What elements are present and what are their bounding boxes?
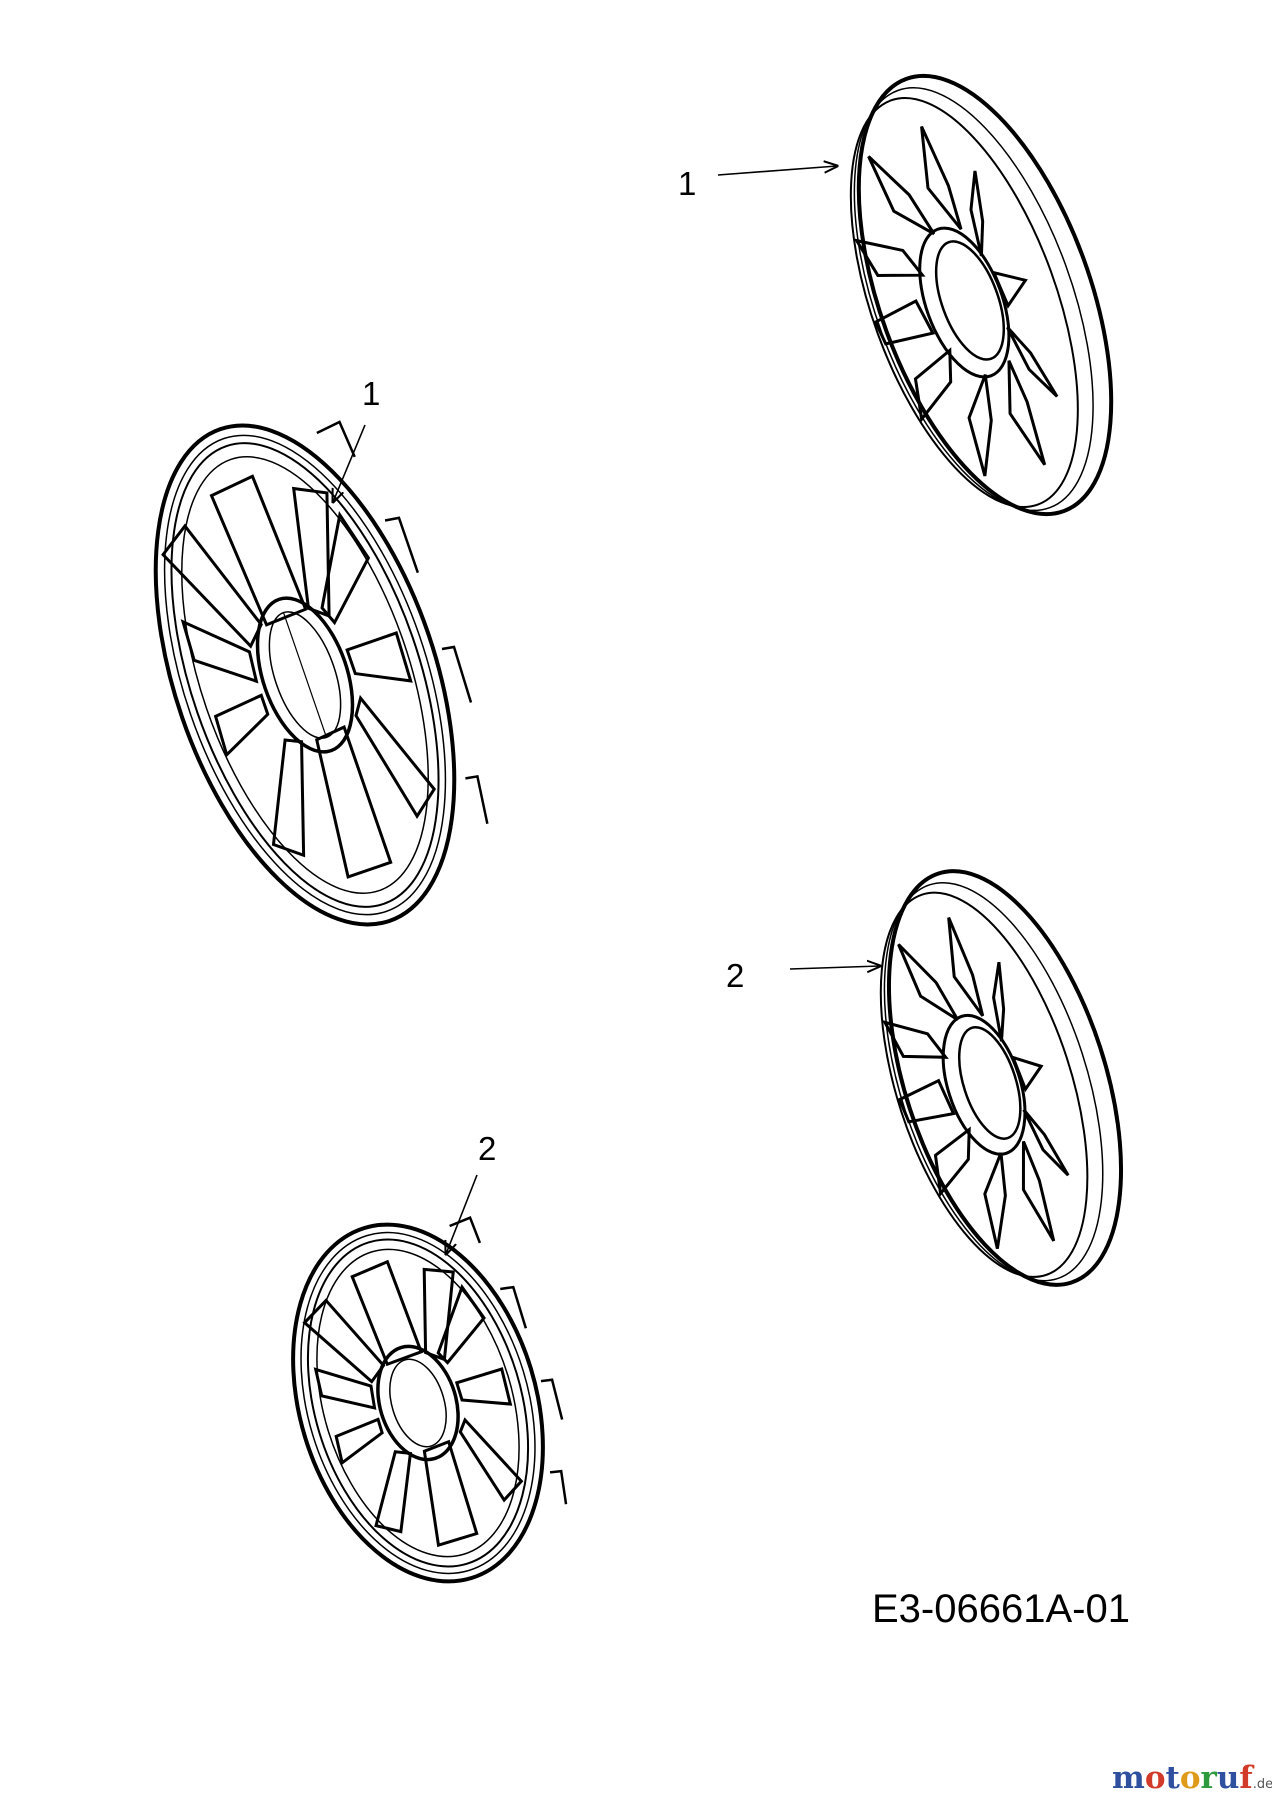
drawing-code: E3-06661A-01 (872, 1587, 1130, 1631)
hub-collar (941, 1013, 1027, 1156)
spoke-block (422, 1267, 455, 1362)
spoke-block (213, 693, 270, 758)
spoke-block (320, 511, 371, 626)
hubcap-2-rear-view (879, 869, 1124, 1287)
spoke-block (374, 1450, 413, 1534)
spoke-block (873, 298, 936, 346)
leader-line-2-right (789, 966, 880, 969)
callout-1-left: 1 (362, 375, 380, 412)
watermark-letter: o (1180, 1760, 1201, 1796)
spoke-block (867, 155, 936, 236)
spoke-block (853, 238, 926, 277)
hub-center (376, 1344, 460, 1462)
spoke-block (334, 1417, 384, 1466)
spoke-block (1022, 1108, 1070, 1177)
motoruf-watermark-logo: motoruf.de (1112, 1760, 1272, 1796)
spoke-block (933, 1126, 971, 1198)
hubcap-1-rear-view (849, 73, 1114, 517)
leader-line-1-top (717, 166, 837, 176)
watermark-letter: o (1145, 1760, 1166, 1796)
spoke-block (967, 374, 993, 477)
spoke-block (458, 1417, 524, 1503)
watermark-letter: r (1201, 1760, 1218, 1796)
callout-leaders (333, 166, 880, 1254)
leader-line-1-left (333, 424, 366, 502)
watermark-letter: f (1239, 1760, 1254, 1796)
hub-bore (934, 240, 1006, 361)
spoke-block (436, 1283, 486, 1365)
svg-text:motoruf.de: motoruf.de (1112, 1760, 1272, 1796)
spoke-block (313, 1367, 377, 1410)
callout-2-right: 2 (726, 957, 744, 994)
spoke-block (209, 474, 308, 627)
watermark-letter: t (1166, 1760, 1181, 1796)
spoke-block (454, 1367, 513, 1406)
spoke-block (1021, 1140, 1056, 1242)
spoke-block (897, 943, 959, 1022)
spoke-block (302, 1298, 386, 1384)
spoke-block (1006, 326, 1059, 398)
watermark-letter: u (1217, 1760, 1240, 1796)
spoke-block (881, 1020, 949, 1059)
spoke-block (354, 694, 437, 820)
spoke-block (897, 1078, 956, 1124)
spoke-block (345, 631, 413, 683)
spoke-block (947, 916, 985, 1017)
watermark-suffix: .de (1253, 1777, 1272, 1792)
callout-1-top: 1 (678, 165, 696, 202)
spoke-block (920, 125, 963, 231)
spoke-block (271, 738, 306, 858)
hubcap-1-front-view (153, 420, 489, 927)
hubcap-2-front-view (291, 1216, 568, 1584)
callout-2-bottom: 2 (478, 1130, 496, 1167)
hub-bore (957, 1025, 1022, 1140)
hub-collar (918, 226, 1011, 379)
watermark-letter: m (1112, 1760, 1145, 1796)
spoke-block (350, 1259, 424, 1367)
spoke-block (913, 347, 953, 423)
leader-line-2-bottom (446, 1174, 478, 1254)
hub-center (255, 596, 355, 754)
spoke-block (422, 1439, 479, 1548)
spoke-block (180, 619, 259, 684)
spoke-block (1007, 360, 1047, 466)
spoke-block (291, 486, 331, 619)
